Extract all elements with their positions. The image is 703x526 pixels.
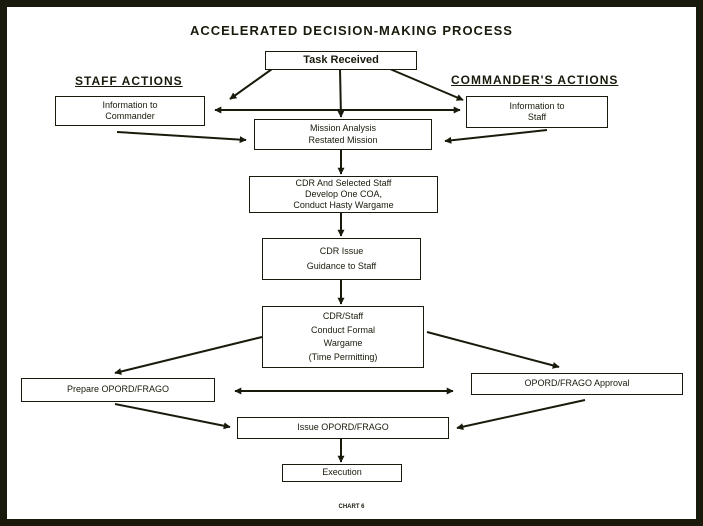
node-opord-approval: OPORD/FRAGO Approval (471, 373, 683, 395)
chart-number: CHART 6 (338, 504, 365, 510)
node-label: Conduct Formal (310, 324, 376, 335)
node-info-to-staff: Information to Staff (466, 96, 608, 128)
node-mission-analysis: Mission Analysis Restated Mission (254, 119, 432, 150)
node-label: CDR And Selected Staff (295, 177, 392, 188)
staff-actions-heading: STAFF ACTIONS (75, 74, 183, 88)
node-label: Information to (509, 100, 565, 111)
node-label: Mission Analysis (309, 123, 377, 134)
diagram-title: ACCELERATED DECISION-MAKING PROCESS (190, 23, 513, 38)
flow-arrows (114, 68, 586, 463)
chart-frame: ACCELERATED DECISION-MAKING PROCESS STAF… (7, 7, 696, 519)
node-label: Execution (322, 467, 362, 478)
node-info-to-commander: Information to Commander (55, 96, 205, 126)
node-formal-wargame: CDR/Staff Conduct Formal Wargame (Time P… (262, 306, 424, 368)
node-label: Commander (105, 111, 155, 121)
node-issue-opord: Issue OPORD/FRAGO (237, 417, 449, 439)
node-label: Restated Mission (308, 134, 378, 145)
node-label: CDR Issue (319, 245, 364, 256)
arrow-info-staff-to-mission (444, 129, 548, 144)
node-label: Task Received (303, 53, 379, 66)
node-label: Conduct Hasty Wargame (293, 200, 394, 211)
node-execution: Execution (282, 464, 402, 482)
node-label: (Time Permitting) (308, 351, 378, 362)
arrow-prepare-to-issue (114, 403, 231, 430)
arrow-wargame-to-approval (426, 331, 560, 369)
commanders-actions-heading: COMMANDER'S ACTIONS (451, 73, 619, 87)
arrow-approval-to-issue (456, 399, 586, 431)
node-label: Information to (102, 99, 158, 110)
node-label: Develop One COA, (304, 188, 383, 199)
node-cdr-issue-guidance: CDR Issue Guidance to Staff (262, 238, 421, 280)
node-task-received: Task Received (265, 51, 417, 70)
node-prepare-opord: Prepare OPORD/FRAGO (21, 378, 215, 402)
node-label: OPORD/FRAGO Approval (524, 378, 630, 389)
node-label: Guidance to Staff (306, 261, 377, 271)
node-label: Issue OPORD/FRAGO (297, 422, 389, 433)
arrow-task-to-info-staff (389, 68, 464, 101)
arrow-info-commander-to-mission (116, 131, 247, 144)
node-label: Prepare OPORD/FRAGO (66, 384, 170, 395)
node-label: Wargame (323, 338, 363, 348)
arrow-wargame-to-prepare (114, 336, 263, 375)
node-label: Staff (527, 112, 547, 122)
node-develop-coa: CDR And Selected Staff Develop One COA, … (249, 176, 438, 213)
node-label: CDR/Staff (322, 311, 364, 321)
arrow-task-to-info-commander (229, 68, 273, 100)
